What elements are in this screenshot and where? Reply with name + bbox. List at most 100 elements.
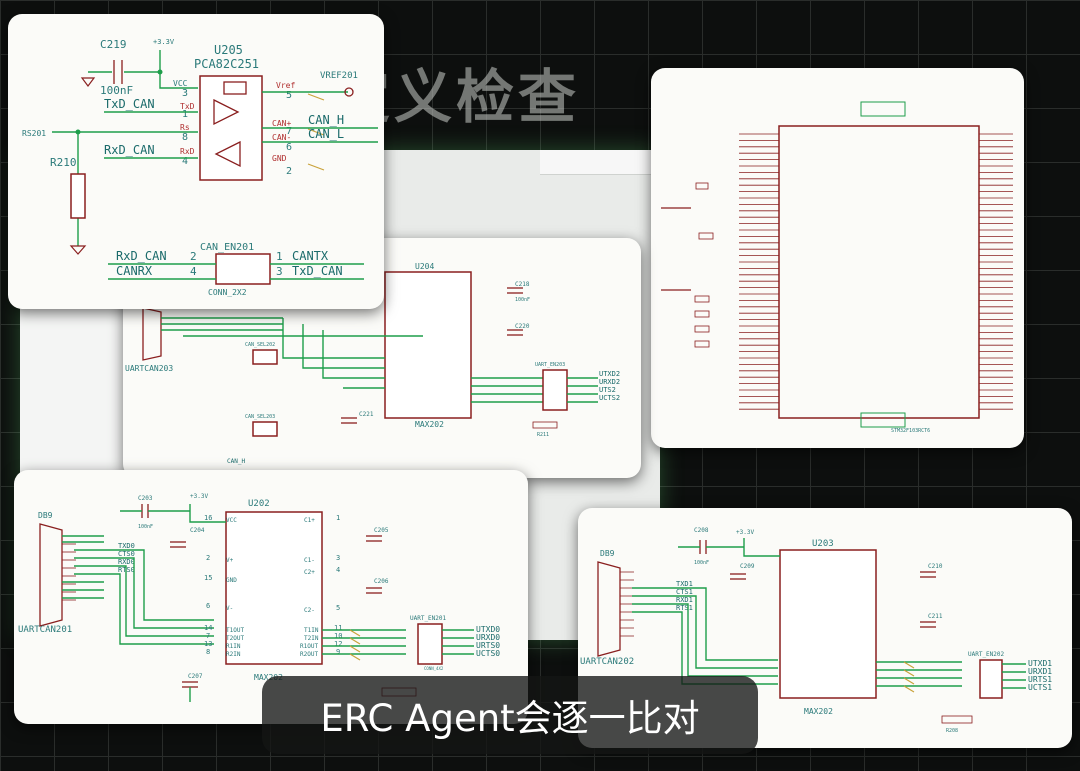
u204-db9: UARTCAN203: [125, 307, 173, 373]
svg-text:14: 14: [204, 624, 212, 632]
svg-text:9: 9: [336, 648, 340, 656]
svg-text:CAN+: CAN+: [272, 119, 291, 128]
svg-text:UARTCAN202: UARTCAN202: [580, 657, 634, 667]
can-switch-body: [215, 253, 271, 285]
svg-text:U203: U203: [812, 539, 834, 549]
subtitle-text: ERC Agent会逐一比对: [320, 697, 700, 740]
u204-res: [532, 421, 558, 429]
svg-text:U202: U202: [248, 499, 270, 509]
svg-text:UARTCAN201: UARTCAN201: [18, 625, 72, 635]
svg-text:VCC: VCC: [173, 79, 188, 88]
svg-text:R1IN: R1IN: [226, 643, 241, 650]
u204-net-3: UCTS2: [599, 394, 620, 402]
svg-text:TXD1: TXD1: [676, 580, 693, 588]
svg-text:UART_EN201: UART_EN201: [410, 615, 447, 622]
svg-text:15: 15: [204, 574, 212, 582]
can-schematic: C219 100nF +3.3V U205 PCA82C251 VCC TxD …: [22, 38, 378, 297]
svg-text:6: 6: [286, 142, 292, 153]
can-vref-box: [223, 81, 247, 95]
u202-body: [225, 511, 323, 665]
svg-text:100nF: 100nF: [138, 524, 153, 530]
can-ic-body: [199, 75, 263, 181]
svg-text:3: 3: [336, 554, 340, 562]
u204-selectors: CAN_SEL202 CAN_SEL203 CAN_H: [227, 342, 278, 465]
svg-text:CAN_H: CAN_H: [227, 458, 245, 465]
svg-text:C204: C204: [190, 527, 205, 534]
mcu-right-pins: [979, 133, 1013, 410]
svg-text:V+: V+: [226, 557, 234, 564]
svg-text:C221: C221: [359, 411, 374, 418]
svg-text:C218: C218: [515, 281, 530, 288]
editor-topbar: [540, 150, 660, 175]
svg-text:T1OUT: T1OUT: [226, 627, 244, 634]
can-tx-buffer: [213, 98, 240, 126]
svg-text:CTS0: CTS0: [118, 550, 135, 558]
svg-text:UCTS0: UCTS0: [476, 649, 500, 658]
svg-text:1: 1: [182, 109, 188, 120]
u203-en-block: [979, 659, 1003, 699]
can-switch-ref: CAN_EN201: [200, 242, 254, 253]
u204-wires-top: [161, 317, 423, 337]
svg-text:C220: C220: [515, 323, 530, 330]
svg-text:R1OUT: R1OUT: [300, 643, 318, 650]
svg-text:GND: GND: [272, 154, 287, 163]
svg-text:1: 1: [276, 250, 283, 263]
svg-text:C203: C203: [138, 495, 153, 502]
u204-net-1: URXD2: [599, 378, 620, 386]
svg-text:UARTCAN203: UARTCAN203: [125, 364, 173, 373]
svg-text:DB9: DB9: [38, 511, 53, 520]
svg-text:URXD0: URXD0: [476, 633, 500, 642]
svg-text:TXD0: TXD0: [118, 542, 135, 550]
u204-part: MAX202: [415, 420, 444, 429]
can-rail: +3.3V: [153, 38, 175, 46]
u204-wires-out: [471, 377, 543, 403]
svg-text:+3.3V: +3.3V: [736, 529, 754, 536]
svg-text:6: 6: [206, 602, 210, 610]
svg-text:3: 3: [276, 265, 283, 278]
svg-text:1: 1: [336, 514, 340, 522]
svg-text:Vref: Vref: [276, 81, 295, 90]
can-rxd-net: RxD_CAN: [104, 143, 155, 157]
can-vref-net: VREF201: [320, 71, 358, 81]
svg-text:C208: C208: [694, 527, 709, 534]
u202-schematic: DB9 UARTCAN201 TXD0 CTS0 RXD0 RTS0 U202 …: [18, 493, 500, 702]
svg-text:R2IN: R2IN: [226, 651, 241, 658]
svg-text:13: 13: [204, 640, 212, 648]
u203-db9-pins: [620, 571, 634, 637]
svg-text:URTS0: URTS0: [476, 641, 500, 650]
u203-res: [941, 715, 973, 724]
can-ic-ref: U205: [214, 43, 243, 57]
svg-text:2: 2: [190, 250, 197, 263]
svg-text:T1IN: T1IN: [304, 627, 319, 634]
u202-right-pins: C1+ C1- C2+ C2- T1IN T2IN R1OUT R2OUT 1 …: [300, 514, 342, 658]
u204-net-2: UTS2: [599, 386, 616, 394]
svg-text:UTXD1: UTXD1: [1028, 659, 1052, 668]
svg-text:5: 5: [336, 604, 340, 612]
svg-text:UTXD0: UTXD0: [476, 625, 500, 634]
svg-text:C210: C210: [928, 563, 943, 570]
svg-text:UART_EN203: UART_EN203: [535, 362, 565, 368]
svg-text:CTS1: CTS1: [676, 588, 693, 596]
svg-text:C211: C211: [928, 613, 943, 620]
svg-text:URXD1: URXD1: [1028, 667, 1052, 676]
u204-net-0: UTXD2: [599, 370, 620, 378]
can-rx-buffer: [214, 140, 241, 168]
u202-db9-pins: [62, 535, 76, 601]
mcu-bus-marks: [860, 101, 906, 428]
svg-text:R208: R208: [946, 728, 958, 734]
can-res-ref: R210: [50, 156, 77, 169]
svg-text:C2-: C2-: [304, 607, 315, 614]
mcu-body: [778, 125, 980, 419]
mcu-left-parts: [661, 182, 714, 348]
subtitle-caption: ERC Agent会逐一比对: [262, 676, 758, 754]
svg-text:C205: C205: [374, 527, 389, 534]
svg-text:8: 8: [182, 132, 188, 143]
mcu-part: STM32F103RCT6: [891, 428, 930, 434]
svg-text:C1+: C1+: [304, 517, 315, 524]
svg-text:VCC: VCC: [226, 517, 237, 524]
svg-text:11: 11: [334, 624, 342, 632]
svg-text:C207: C207: [188, 673, 203, 680]
mcu-left-pins: [739, 133, 779, 410]
can-switch-left-1: RxD_CAN: [116, 249, 167, 263]
mcu-schematic-panel: STM32F103RCT6: [651, 68, 1024, 448]
